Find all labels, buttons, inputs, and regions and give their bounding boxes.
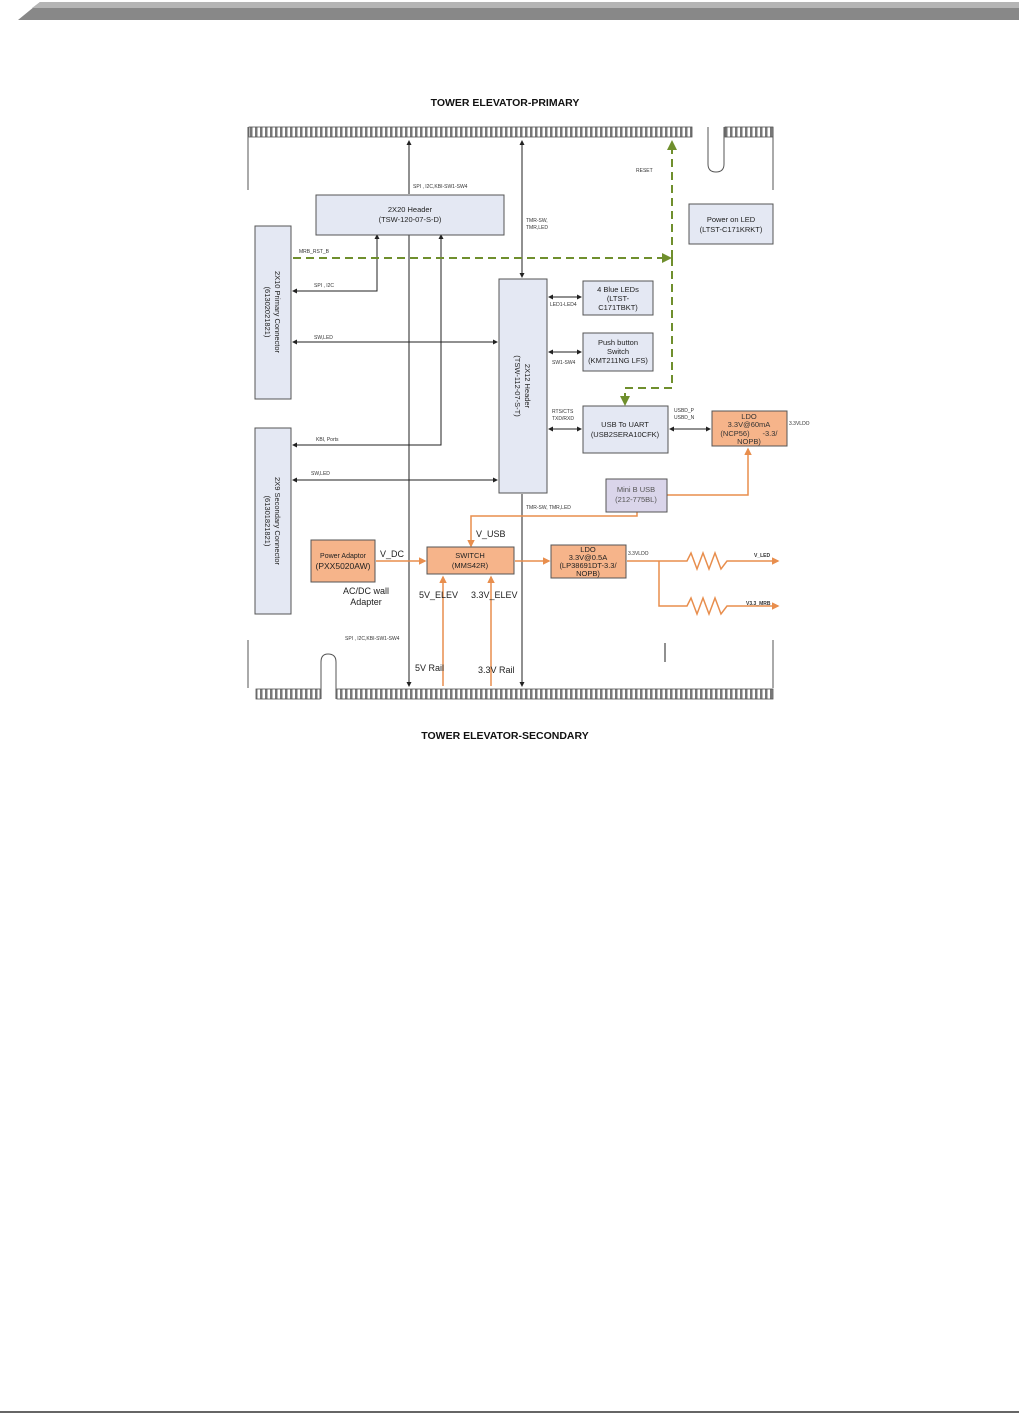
svg-text:2X10 Primary Connector: 2X10 Primary Connector [273, 271, 282, 354]
svg-text:USB To UART: USB To UART [601, 420, 649, 429]
svg-text:Push button: Push button [598, 338, 638, 347]
svg-text:Power on LED: Power on LED [707, 215, 756, 224]
svg-text:(61301821821): (61301821821) [263, 496, 272, 547]
label-tmr-sw: TMR-SW, [526, 218, 548, 224]
svg-text:(USB2SERA10CFK): (USB2SERA10CFK) [591, 430, 660, 439]
block-power-adaptor: Power Adaptor (PXX5020AW) [310, 539, 376, 583]
block-2x12-header: 2X12 Header (TSW-112-07-S-T) [498, 278, 548, 494]
label-kbi-ports: KBI, Ports [316, 437, 339, 443]
svg-text:(MMS42R): (MMS42R) [452, 561, 489, 570]
label-ac-dc-2: Adapter [350, 597, 382, 607]
svg-text:C171TBKT): C171TBKT) [598, 303, 638, 312]
svg-text:Switch: Switch [607, 347, 629, 356]
label-v33-mrb: V3.3_MRB [746, 601, 771, 607]
label-33v-rail: 3.3V Rail [478, 665, 515, 675]
board-outline [247, 127, 774, 688]
label-sw-led-2: SW,LED [311, 471, 330, 477]
block-ldo-05a: LDO 3.3V@0.5A (LP38691DT-3.3/ NOPB) [550, 544, 627, 579]
block-switch: SWITCH (MMS42R) [426, 546, 515, 575]
link-spi-i2c [292, 234, 380, 294]
label-spi-i2c-top: SPI , I2C,KBI-SW1-SW4 [413, 184, 468, 190]
page-header-bar [18, 2, 1019, 20]
block-2x20-header: 2X20 Header (TSW-120-07-S-D) [315, 194, 505, 236]
label-tmr-led: TMR,LED [526, 225, 548, 231]
label-ac-dc-1: AC/DC wall [343, 586, 389, 596]
label-v-usb: V_USB [476, 529, 506, 539]
label-reset: RESET [636, 168, 653, 174]
svg-text:2X12 Header: 2X12 Header [523, 364, 532, 409]
svg-text:(61302021821): (61302021821) [263, 287, 272, 338]
title-secondary: TOWER ELEVATOR-SECONDARY [421, 730, 588, 742]
label-33v-elev: 3.3V_ELEV [471, 590, 518, 600]
svg-text:(LTST-C171KRKT): (LTST-C171KRKT) [700, 225, 763, 234]
svg-text:(TSW-120-07-S-D): (TSW-120-07-S-D) [379, 215, 442, 224]
svg-text:Power Adaptor: Power Adaptor [320, 553, 367, 560]
title-primary: TOWER ELEVATOR-PRIMARY [431, 97, 580, 109]
block-push-button: Push button Switch (KMT211NG LFS) [582, 332, 654, 372]
svg-text:Mini B USB: Mini B USB [617, 485, 655, 494]
svg-text:-3.3/: -3.3/ [762, 429, 778, 438]
label-ldo-out: 3.3VLDO [789, 421, 810, 427]
block-usb-uart: USB To UART (USB2SERA10CFK) [582, 405, 669, 454]
label-ldo2-out: 3.3VLDO [628, 551, 649, 557]
label-tmr-bottom: TMR-SW, TMR,LED [526, 505, 571, 511]
label-sw-range: SW1-SW4 [552, 360, 576, 366]
block-ldo-60ma: LDO 3.3V@60mA (NCP56) -3.3/ NOPB) [711, 410, 788, 447]
block-secondary-connector: 2X9 Secondary Connector (61301821821) [254, 427, 292, 615]
label-mrb-rst: MRB_RST_B [299, 249, 330, 255]
svg-text:(212-775BL): (212-775BL) [615, 495, 657, 504]
line-v-led [627, 550, 780, 572]
primary-edge-connector [248, 126, 774, 173]
svg-text:(LTST-: (LTST- [607, 294, 630, 303]
svg-text:3.3V@0.5A: 3.3V@0.5A [569, 553, 607, 562]
label-usbd-n: USBD_N [674, 415, 695, 421]
svg-text:4 Blue LEDs: 4 Blue LEDs [597, 285, 639, 294]
svg-text:2X20 Header: 2X20 Header [388, 205, 433, 214]
svg-text:NOPB): NOPB) [737, 437, 761, 446]
svg-text:(PXX5020AW): (PXX5020AW) [316, 561, 371, 571]
block-primary-connector: 2X10 Primary Connector (61302021821) [254, 225, 292, 400]
svg-text:2X9 Secondary Connector: 2X9 Secondary Connector [273, 477, 282, 565]
line-v-usb [467, 512, 638, 548]
svg-text:LDO: LDO [741, 412, 757, 421]
svg-text:(NCP56): (NCP56) [720, 429, 750, 438]
line-mini-usb-ldo [667, 447, 752, 496]
block-power-led: Power on LED (LTST-C171KRKT) [688, 203, 774, 245]
block-mini-usb: Mini B USB (212-775BL) [605, 478, 668, 513]
label-spi-i2c-left: SPI , I2C [314, 283, 334, 289]
label-v-led: V_LED [754, 553, 771, 559]
label-5v-elev: 5V_ELEV [419, 590, 458, 600]
svg-text:LDO: LDO [580, 545, 596, 554]
svg-text:(LP38691DT-3.3/: (LP38691DT-3.3/ [559, 561, 617, 570]
label-led-range: LED1-LED4 [550, 302, 577, 308]
label-v-dc: V_DC [380, 549, 405, 559]
svg-text:(KMT211NG LFS): (KMT211NG LFS) [588, 356, 648, 365]
link-kbi-ports [292, 234, 444, 448]
secondary-edge-connector [255, 653, 774, 700]
label-spi-i2c-bottom: SPI , I2C,KBI-SW1-SW4 [345, 636, 400, 642]
label-rts-cts: RTS/CTS [552, 409, 574, 415]
svg-text:3.3V@60mA: 3.3V@60mA [728, 420, 771, 429]
label-sw-led-1: SW,LED [314, 335, 333, 341]
label-usbd-p: USBD_P [674, 408, 695, 414]
svg-text:SWITCH: SWITCH [455, 551, 485, 560]
svg-text:NOPB): NOPB) [576, 569, 600, 578]
block-blue-leds: 4 Blue LEDs (LTST- C171TBKT) [582, 280, 654, 316]
label-5v-rail: 5V Rail [415, 663, 444, 673]
label-txd-rxd: TXD/RXD [552, 416, 574, 422]
svg-text:(TSW-112-07-S-T): (TSW-112-07-S-T) [513, 355, 522, 417]
line-reset-uart [620, 258, 673, 406]
line-v33-mrb [658, 561, 780, 617]
